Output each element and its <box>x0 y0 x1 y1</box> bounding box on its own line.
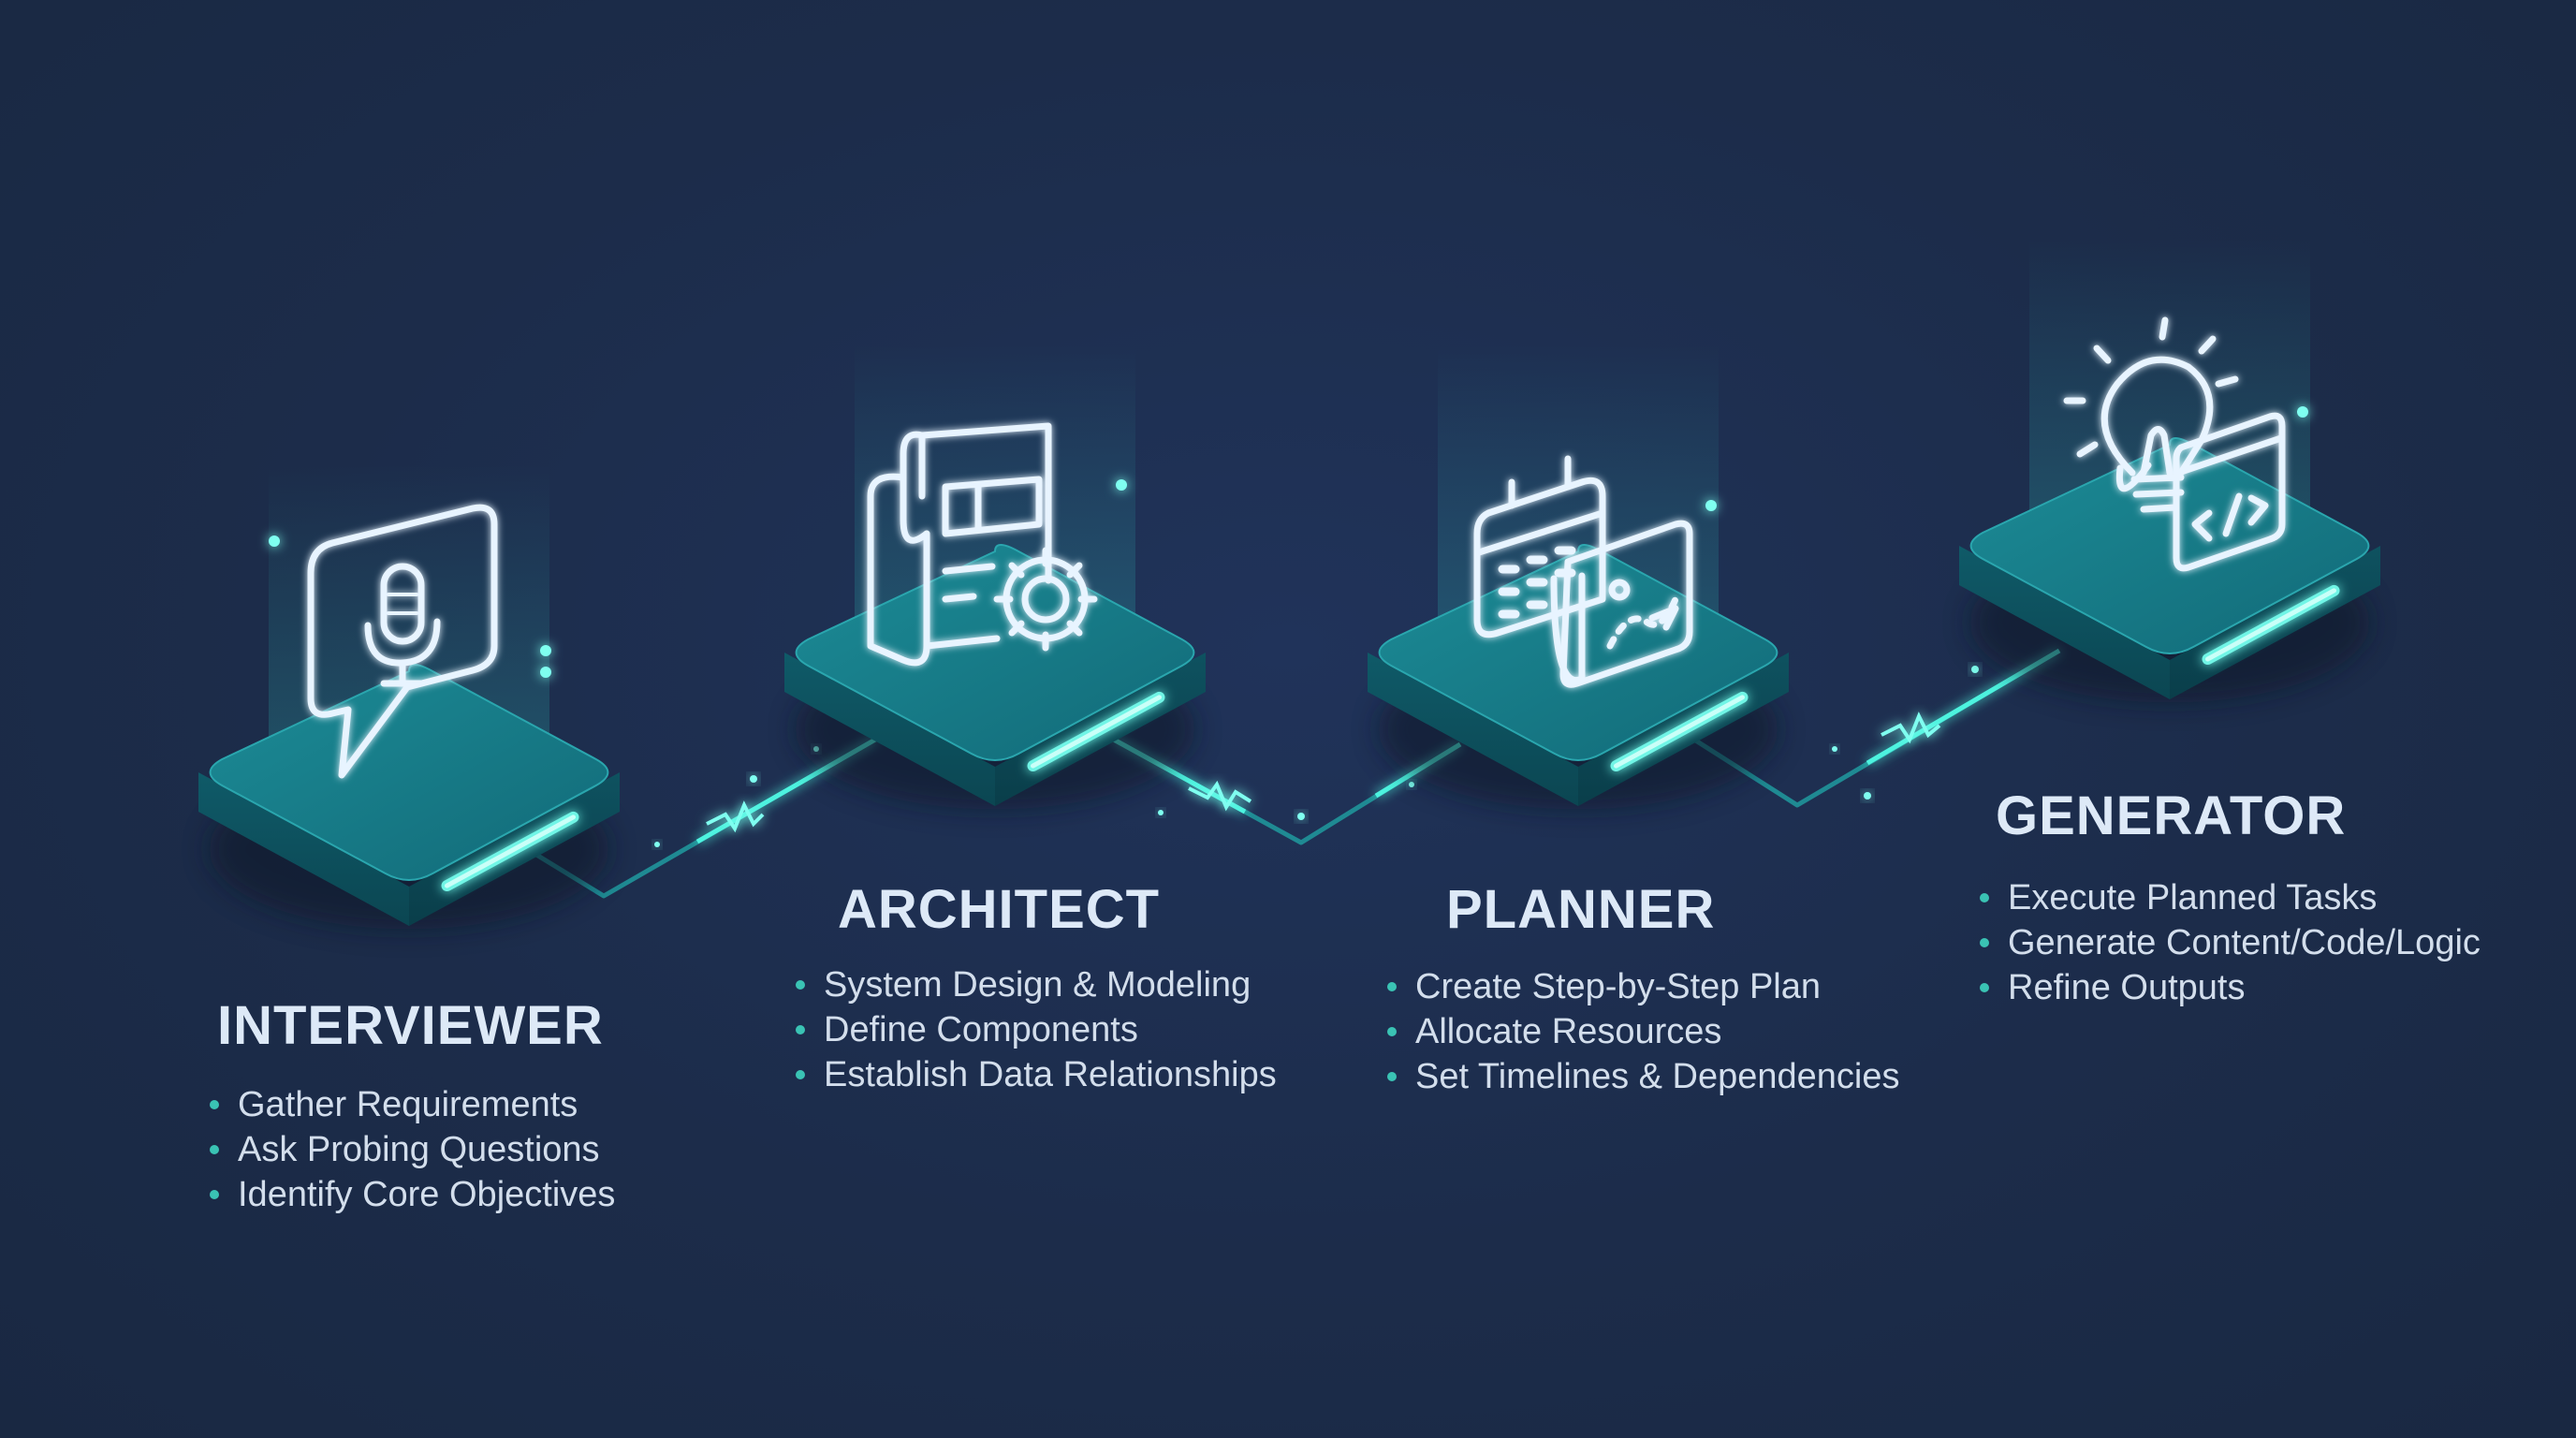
pulse-icon <box>1188 780 1252 812</box>
stage-list-interviewer: Gather Requirements Ask Probing Question… <box>208 1082 615 1217</box>
platform-glow-slot-core <box>445 814 576 888</box>
platform-top <box>209 664 609 881</box>
list-item: Execute Planned Tasks <box>1978 875 2481 920</box>
pulse-icon <box>706 800 765 833</box>
stage-title-planner: PLANNER <box>1446 879 1716 940</box>
connection-lines <box>522 648 2061 899</box>
platform-side-left <box>1959 546 2170 699</box>
lightbulb-code-icon <box>2063 316 2286 572</box>
bullet-icon <box>210 1145 219 1154</box>
list-item: Identify Core Objectives <box>208 1172 615 1217</box>
bullet-icon <box>1980 938 1989 947</box>
list-item: Gather Requirements <box>208 1082 615 1127</box>
bullet-icon <box>1980 983 1989 992</box>
platform-glow-slot-core <box>1031 695 1162 769</box>
list-item: Set Timelines & Dependencies <box>1385 1054 1900 1099</box>
stage-list-planner: Create Step-by-Step Plan Allocate Resour… <box>1385 964 1900 1099</box>
list-item: Create Step-by-Step Plan <box>1385 964 1900 1009</box>
platform-top <box>1969 437 2370 654</box>
pulse-icon <box>1881 712 1941 744</box>
list-item: System Design & Modeling <box>794 962 1277 1007</box>
list-item: Allocate Resources <box>1385 1009 1900 1054</box>
calendar-map-icon <box>1473 455 1693 688</box>
stage-title-interviewer: INTERVIEWER <box>217 995 604 1056</box>
bullet-icon <box>1980 893 1989 902</box>
platform-planner <box>1368 344 1789 810</box>
bullet-icon <box>796 1025 805 1034</box>
bullet-icon <box>1387 1072 1397 1081</box>
list-item: Generate Content/Code/Logic <box>1978 920 2481 965</box>
platform-glow-slot-core <box>2205 588 2336 662</box>
stage-title-architect: ARCHITECT <box>838 879 1161 940</box>
bullet-icon <box>796 980 805 990</box>
list-item: Define Components <box>794 1007 1277 1052</box>
bullet-icon <box>796 1070 805 1079</box>
platform-glow-slot-core <box>1614 695 1745 769</box>
bullet-icon <box>1387 982 1397 991</box>
platform-side-left <box>784 653 995 806</box>
list-item: Establish Data Relationships <box>794 1052 1277 1097</box>
blueprint-gear-icon <box>867 422 1098 667</box>
platform-interviewer <box>198 463 620 930</box>
bullet-icon <box>1387 1027 1397 1036</box>
list-item: Refine Outputs <box>1978 965 2481 1010</box>
bullet-icon <box>210 1190 219 1199</box>
stage-list-architect: System Design & Modeling Define Componen… <box>794 962 1277 1097</box>
sparkle-lights <box>269 406 2308 678</box>
stage-list-generator: Execute Planned Tasks Generate Content/C… <box>1978 875 2481 1010</box>
platform-architect <box>784 344 1206 810</box>
bullet-icon <box>210 1100 219 1109</box>
platform-generator <box>1959 237 2380 703</box>
list-item: Ask Probing Questions <box>208 1127 615 1172</box>
stage-title-generator: GENERATOR <box>1996 785 2347 846</box>
stage-icons <box>307 316 2286 779</box>
platforms <box>198 237 2380 930</box>
platform-side-left <box>198 772 409 926</box>
platform-side-left <box>1368 653 1578 806</box>
chat-microphone-icon <box>307 504 498 779</box>
